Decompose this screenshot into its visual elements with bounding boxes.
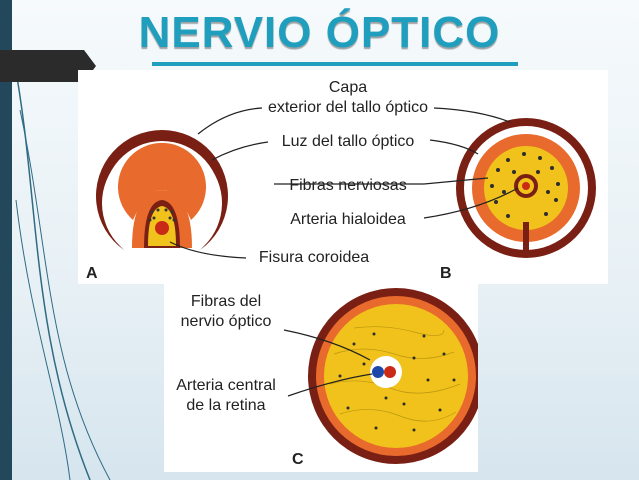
title-underline xyxy=(152,62,518,66)
decorative-lines xyxy=(13,59,111,480)
label-capa-line2: exterior del tallo óptico xyxy=(268,99,428,116)
label-arteria-central-line1: Arteria central xyxy=(176,377,276,394)
slide-tab-marker xyxy=(0,50,96,82)
label-capa-line1: Capa xyxy=(329,79,367,96)
figure-a-cup xyxy=(96,130,228,250)
label-luz: Luz del tallo óptico xyxy=(282,133,415,150)
label-arteria-hialoidea: Arteria hialoidea xyxy=(290,211,406,228)
left-sidebar-bar xyxy=(0,0,12,480)
figure-c-letter: C xyxy=(292,451,304,468)
figure-b-cross-section xyxy=(456,118,596,258)
figure-b-letter: B xyxy=(440,265,452,282)
label-fibras-del-line2: nervio óptico xyxy=(181,313,272,330)
figure-a-letter: A xyxy=(86,265,98,282)
slide-title: NERVIO ÓPTICO xyxy=(138,8,501,57)
diagram-panel-c: Fibras del nervio óptico Arteria central… xyxy=(164,284,484,472)
label-arteria-central-line2: de la retina xyxy=(186,397,265,414)
label-fibras-nerviosas: Fibras nerviosas xyxy=(289,177,406,194)
label-fibras-del-line1: Fibras del xyxy=(191,293,261,310)
label-fisura-coroidea: Fisura coroidea xyxy=(259,249,369,266)
figure-c-optic-nerve xyxy=(308,288,484,464)
diagram-panel-ab: A B xyxy=(78,70,608,284)
